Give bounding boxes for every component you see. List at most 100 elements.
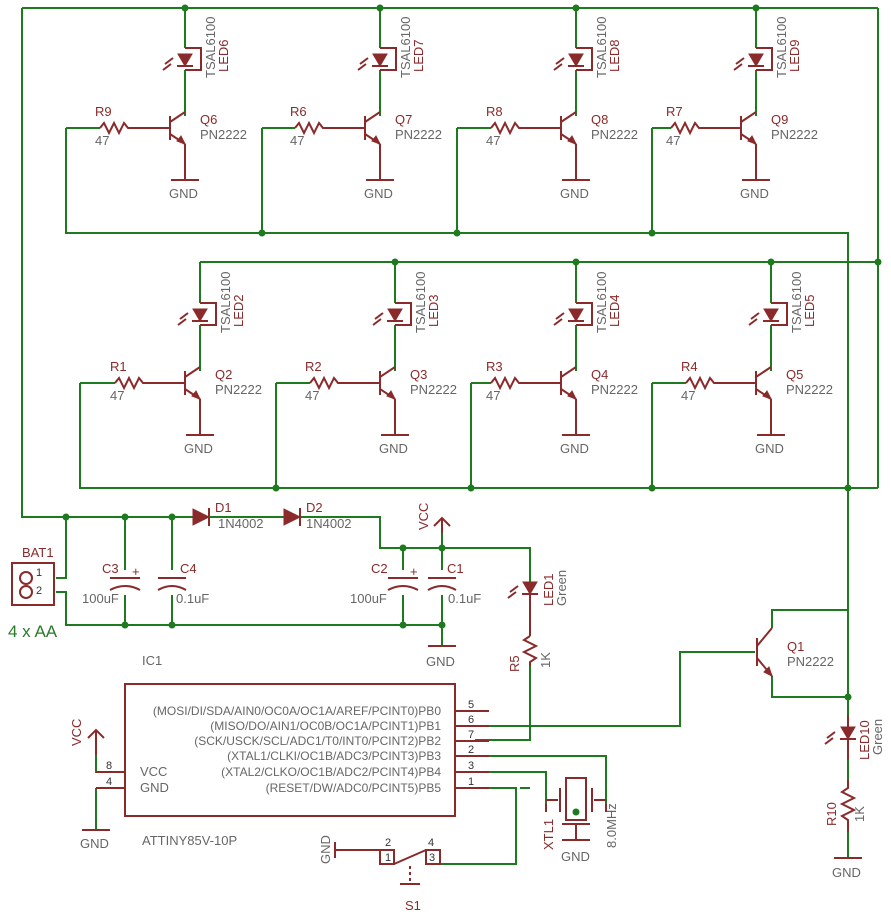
transistor-part: PN2222	[591, 382, 638, 397]
led-part: TSAL6100	[413, 272, 428, 333]
cap-c2-ref: C2	[371, 561, 388, 576]
vcc-symbol: VCC	[416, 503, 451, 533]
led1-ref: LED1	[541, 573, 556, 606]
ic-pin-5: (MOSI/DI/SDA/AIN0/OC0A/OC1A/AREF/PCINT0)…	[153, 699, 489, 718]
gnd-label: GND	[560, 186, 589, 201]
transistor-part: PN2222	[410, 382, 457, 397]
resistor-ref: R2	[305, 359, 322, 374]
junction-dot	[438, 544, 446, 552]
resistor-ref: R3	[486, 359, 503, 374]
cap-plus-icon: +	[132, 564, 140, 579]
ic-pin-num: 2	[468, 744, 474, 756]
top-led-row: TSAL6100LED6Q6PN2222GNDR947TSAL6100LED7Q…	[65, 8, 818, 233]
junction-dot	[258, 229, 266, 237]
switch-s1: GND 2 4 1 3 S1	[318, 835, 441, 913]
ic-gnd-label: GND	[140, 780, 169, 795]
crystal-xtl1: XTL1 8.0MHz GND	[541, 777, 619, 864]
battery-ref: BAT1	[22, 545, 54, 560]
battery-desc: 4 x AA	[8, 622, 58, 641]
vcc-symbol-ic: VCC	[69, 719, 105, 755]
resistor-ref: R1	[110, 359, 127, 374]
resistor-val: 47	[681, 388, 695, 403]
r10-ref: R10	[824, 802, 839, 826]
led-ref: LED2	[231, 294, 246, 327]
resistor-val: 47	[486, 133, 500, 148]
ic-pin-2: (XTAL1/CLKI/OC1B/ADC3/PCINT3)PB3 2	[227, 744, 489, 763]
junction-dot	[453, 229, 461, 237]
transistor-part: PN2222	[771, 127, 818, 142]
gnd-label: GND	[379, 441, 408, 456]
battery-bat1: BAT1 1 2 4 x AA	[8, 545, 58, 641]
junction-dot	[572, 4, 580, 12]
junction-dot	[399, 544, 407, 552]
transistor-ref: Q9	[771, 112, 788, 127]
resistor-r10: R10 1K	[824, 780, 867, 832]
junction-dot	[121, 621, 129, 629]
resistor-ref: R7	[666, 104, 683, 119]
junction-dot	[752, 4, 760, 12]
cap-c4-val: 0.1uF	[176, 591, 209, 606]
r5-ref: R5	[507, 655, 522, 672]
diode-d2-part: 1N4002	[306, 516, 352, 531]
cap-c4: C4 0.1uF	[157, 561, 209, 606]
battery-pin1: 1	[36, 567, 42, 579]
battery-pin2: 2	[36, 585, 42, 597]
gnd-switch-label: GND	[318, 835, 333, 864]
cap-c2: + C2 100uF	[350, 561, 419, 606]
ic-ref: IC1	[142, 653, 162, 668]
gnd-label: GND	[184, 441, 213, 456]
gnd-label: GND	[169, 186, 198, 201]
wires	[21, 7, 879, 865]
junction-dot	[168, 621, 176, 629]
gnd-r10: GND	[832, 857, 862, 880]
ic-pin-label: (XTAL1/CLKI/OC1B/ADC3/PCINT3)PB3	[227, 749, 441, 763]
transistor-part: PN2222	[395, 127, 442, 142]
cap-c1-val: 0.1uF	[448, 591, 481, 606]
resistor-val: 47	[290, 133, 304, 148]
junction-dot	[168, 513, 176, 521]
transistor-q1: Q1 PN2222	[756, 627, 834, 677]
cap-c2-val: 100uF	[350, 591, 387, 606]
junction-dot	[572, 808, 580, 816]
ic-pin-num: 6	[468, 714, 474, 726]
vcc-label: VCC	[416, 503, 431, 530]
junction-dot	[438, 621, 446, 629]
bottom-led-row: TSAL6100LED2Q2PN2222GNDR147TSAL6100LED3Q…	[79, 262, 833, 488]
gnd-xtal-label: GND	[561, 849, 590, 864]
resistor-r2: R2 47	[275, 359, 380, 488]
resistor-val: 47	[305, 388, 319, 403]
led10-color: Green	[870, 719, 885, 755]
ic-vcc-pin: 8	[106, 760, 112, 772]
diode-d1: D1 1N4002	[192, 500, 264, 531]
transistor-part: PN2222	[591, 127, 638, 142]
led-part: TSAL6100	[203, 17, 218, 78]
led1-color: Green	[554, 570, 569, 606]
cap-c3: + C3 100uF	[82, 561, 141, 606]
resistor-val: 47	[666, 133, 680, 148]
diode-d2: D2 1N4002	[283, 500, 352, 531]
